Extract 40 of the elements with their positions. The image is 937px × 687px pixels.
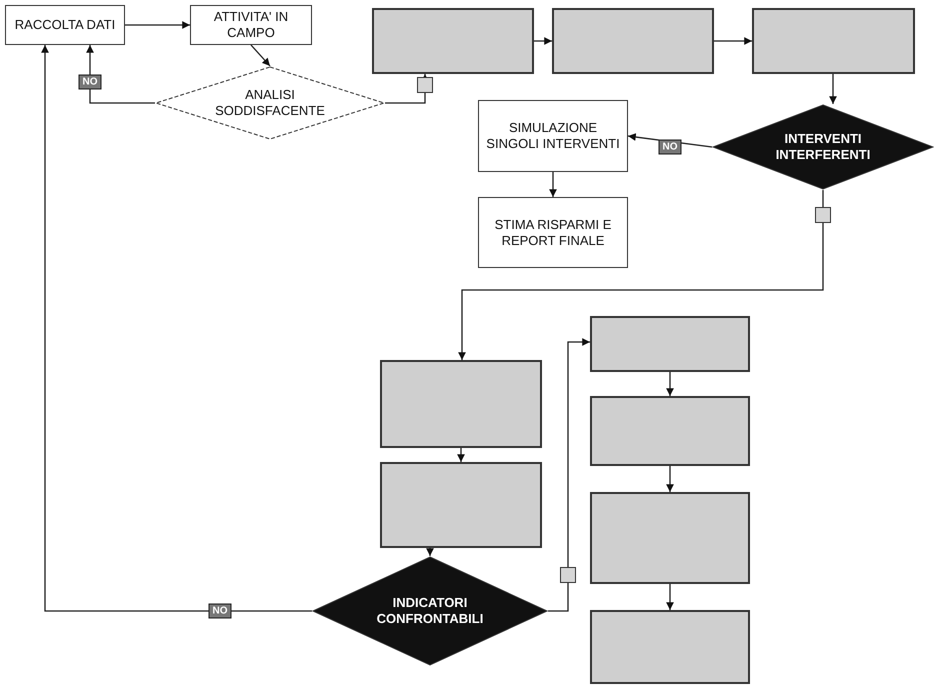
- arrow: [549, 172, 557, 197]
- edge-label: NO: [78, 74, 102, 90]
- arrow: [548, 338, 590, 612]
- shaded-box: [552, 8, 714, 74]
- arrow: [534, 37, 552, 45]
- shaded-box: [590, 316, 750, 372]
- arrow: [666, 466, 674, 492]
- arrow: [829, 74, 837, 104]
- shaded-box: [380, 462, 542, 548]
- edge-label: NO: [658, 140, 682, 154]
- arrow: [458, 190, 824, 360]
- arrow: [666, 372, 674, 396]
- arrow: [714, 37, 752, 45]
- shaded-box: [372, 8, 534, 74]
- arrow: [86, 45, 155, 104]
- box-label: RACCOLTA DATI: [14, 17, 116, 33]
- box-label: SIMULAZIONE SINGOLI INTERVENTI: [485, 120, 621, 152]
- edge-label: NO: [208, 604, 232, 618]
- shaded-box: [752, 8, 915, 74]
- arrow: [250, 44, 270, 66]
- arrow: [125, 21, 190, 29]
- process-box: [478, 197, 628, 268]
- shaded-box: [590, 610, 750, 684]
- shaded-box: [380, 360, 542, 448]
- arrow: [41, 45, 312, 612]
- arrow: [426, 548, 434, 556]
- arrow: [457, 448, 465, 462]
- process-box: [478, 100, 628, 172]
- box-label: ATTIVITA' IN CAMPO: [212, 9, 290, 41]
- arrow: [385, 74, 429, 104]
- shaded-box: [590, 396, 750, 466]
- process-box: [190, 5, 312, 45]
- shaded-box: [590, 492, 750, 584]
- arrow: [666, 584, 674, 610]
- decision-label: INDICATORI CONFRONTABILI: [376, 595, 484, 627]
- process-box: [5, 5, 125, 45]
- decision-label: INTERVENTI INTERFERENTI: [774, 131, 872, 163]
- box-label: STIMA RISPARMI E REPORT FINALE: [494, 216, 612, 248]
- arrow: [628, 133, 712, 148]
- decision-label: ANALISI SODDISFACENTE: [214, 87, 326, 119]
